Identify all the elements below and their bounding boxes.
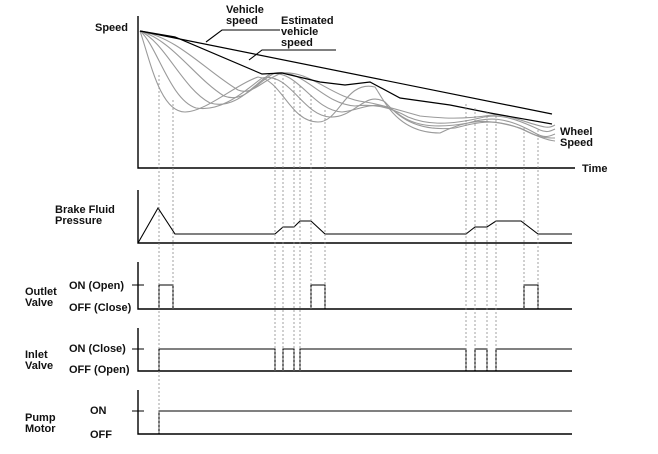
outlet-valve-label: Outlet Valve: [25, 286, 60, 309]
inlet-valve-panel: Inlet Valve ON (Close) OFF (Open): [25, 328, 572, 376]
inlet-valve-label: Inlet Valve: [25, 349, 53, 372]
outlet-valve-trace: [138, 284, 572, 310]
inlet-off-label: OFF (Open): [69, 364, 130, 376]
vehicle-speed-label: Vehicle speed: [226, 4, 267, 27]
estimated-vehicle-speed-line: [139, 30, 553, 125]
brake-pressure-panel: Brake Fluid Pressure: [55, 190, 572, 244]
wheel-speed-curve: [139, 30, 556, 128]
inlet-on-label: ON (Close): [69, 343, 126, 355]
outlet-valve-panel: Outlet Valve ON (Open) OFF (Close): [25, 262, 572, 314]
wheel-speed-curve: [139, 30, 556, 138]
time-axis-label: Time: [582, 163, 607, 175]
vehicle-speed-leader: [205, 29, 280, 43]
pump-motor-panel: Pump Motor ON OFF: [25, 390, 572, 441]
wheel-speed-curve: [139, 30, 556, 133]
outlet-off-label: OFF (Close): [69, 302, 132, 314]
pump-motor-trace: [138, 410, 572, 435]
pump-off-label: OFF: [90, 429, 112, 441]
speed-panel: Speed Time Vehicle speed Estimated vehic…: [95, 4, 607, 175]
wheel-speed-curve: [139, 30, 556, 139]
outlet-on-label: ON (Open): [69, 280, 124, 292]
brake-fluid-pressure-label: Brake Fluid Pressure: [55, 204, 118, 227]
wheel-speed-curve: [139, 30, 556, 142]
speed-axes: [137, 16, 575, 169]
estimated-speed-leader: [248, 49, 336, 61]
brake-pressure-axes: [137, 190, 572, 244]
outlet-valve-axes: [137, 262, 572, 310]
speed-axis-label: Speed: [95, 22, 128, 34]
pump-on-label: ON: [90, 405, 107, 417]
brake-pressure-trace: [137, 206, 572, 244]
inlet-valve-trace: [138, 348, 572, 372]
timing-guides: [158, 75, 539, 434]
wheel-speed-label: Wheel Speed: [560, 126, 595, 149]
pump-motor-axes: [137, 390, 572, 435]
pump-motor-label: Pump Motor: [25, 412, 59, 435]
estimated-vehicle-speed-label: Estimated vehicle speed: [281, 15, 337, 49]
vehicle-speed-line: [139, 30, 553, 115]
